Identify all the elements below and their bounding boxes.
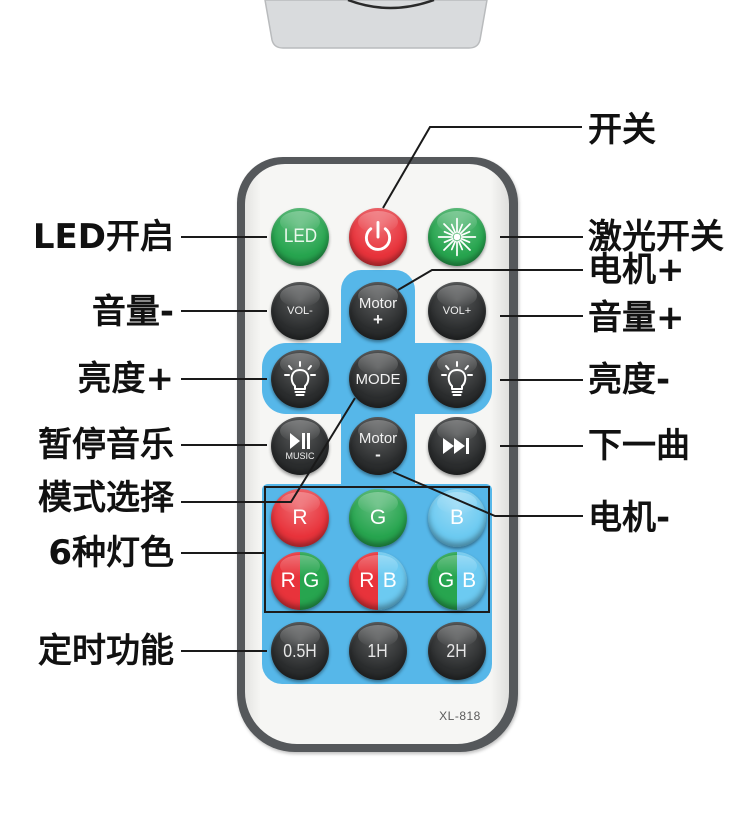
next-track-button: [428, 417, 486, 475]
red-color-button: R: [271, 489, 329, 547]
green-blue-left-label: G: [437, 569, 455, 592]
motor-down-label: Motor: [358, 429, 398, 447]
red-blue-right-label: B: [382, 569, 397, 592]
callout-motor-down: 电机-: [588, 498, 671, 538]
callout-timer: 定时功能: [38, 631, 174, 671]
callout-volume-up: 音量+: [588, 298, 685, 338]
callout-pause-music: 暂停音乐: [38, 425, 174, 465]
timer-two-hours-label: 2H: [446, 640, 468, 661]
laser-switch-button: [428, 208, 486, 266]
callout-mode-select: 模式选择: [38, 478, 174, 518]
device-base-partial: [264, 0, 488, 49]
laser-starburst-icon: [437, 217, 477, 257]
volume-down-label: VOL-: [287, 305, 313, 317]
model-number: XL-818: [439, 709, 481, 723]
red-blue-left-label: R: [359, 569, 375, 592]
callout-laser-switch: 激光开关: [588, 217, 724, 257]
callout-next-track: 下一曲: [588, 426, 690, 466]
timer-one-hour-label: 1H: [367, 640, 389, 661]
green-blue-color-button: G B: [428, 552, 486, 610]
brightness-down-button: [428, 350, 486, 408]
callout-led-on: LED开启: [32, 217, 174, 257]
timer-one-hour-button: 1H: [349, 622, 407, 680]
power-icon: [364, 221, 392, 251]
red-green-right-label: G: [303, 569, 320, 592]
callout-power: 开关: [588, 110, 656, 150]
color-buttons-highlight-box: [264, 486, 490, 613]
green-label: G: [369, 506, 387, 529]
mode-button: MODE: [349, 350, 407, 408]
red-blue-color-button: R B: [349, 552, 407, 610]
callout-volume-down: 音量-: [91, 292, 174, 332]
led-button: LED: [271, 208, 329, 266]
volume-down-button: VOL-: [271, 282, 329, 340]
brightness-up-button: [271, 350, 329, 408]
red-green-color-button: R G: [271, 552, 329, 610]
timer-half-hour-label: 0.5H: [283, 640, 317, 661]
blue-color-button: B: [428, 489, 486, 547]
volume-up-button: VOL+: [428, 282, 486, 340]
play-pause-icon: [290, 432, 310, 449]
motor-up-sign: +: [373, 309, 383, 329]
music-label: MUSIC: [285, 450, 315, 461]
motor-down-button: Motor -: [349, 417, 407, 475]
led-button-label: LED: [283, 226, 317, 247]
green-blue-right-label: B: [462, 569, 477, 592]
callout-brightness-up: 亮度+: [77, 359, 175, 399]
timer-two-hours-button: 2H: [428, 622, 486, 680]
motor-up-button: Motor +: [349, 282, 407, 340]
play-pause-music-button: MUSIC: [271, 417, 329, 475]
motor-up-label: Motor: [358, 294, 398, 312]
next-track-icon: [443, 438, 469, 454]
callout-motor-up: 电机+: [588, 250, 685, 290]
power-button: [349, 208, 407, 266]
volume-up-label: VOL+: [442, 305, 472, 317]
timer-half-hour-button: 0.5H: [271, 622, 329, 680]
lightbulb-icon: [441, 361, 473, 396]
blue-label: B: [449, 506, 464, 529]
mode-button-label: MODE: [355, 370, 401, 388]
callout-six-colors: 6种灯色: [48, 533, 174, 573]
red-label: R: [292, 506, 308, 529]
motor-down-sign: -: [375, 444, 381, 464]
callout-brightness-down: 亮度-: [588, 360, 671, 400]
green-color-button: G: [349, 489, 407, 547]
lightbulb-icon: [284, 361, 316, 396]
red-green-left-label: R: [280, 569, 296, 592]
